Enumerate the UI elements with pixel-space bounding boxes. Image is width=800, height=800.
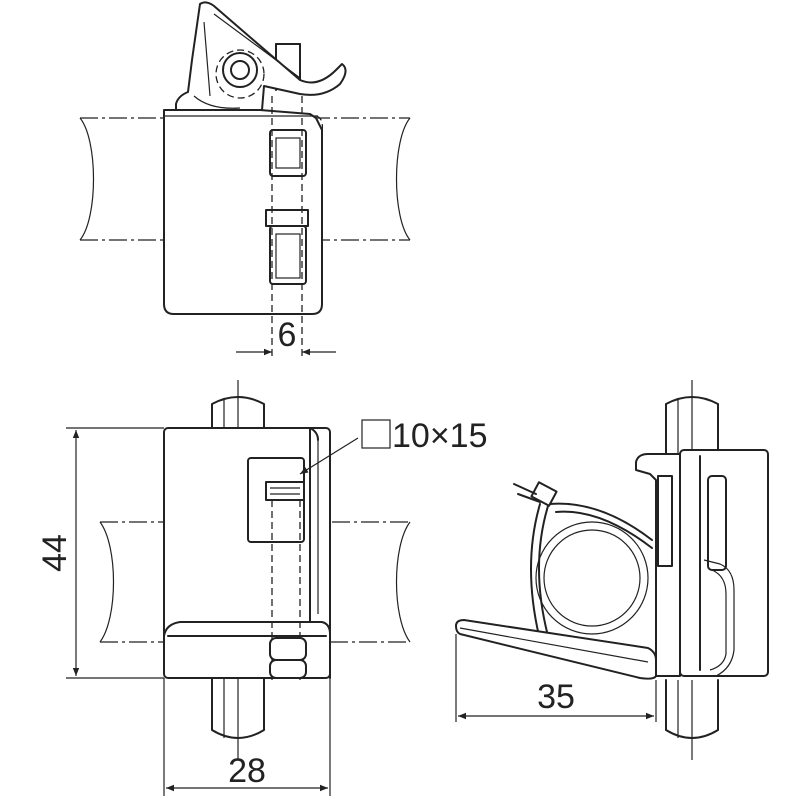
side-view-base [455,619,657,680]
top-view-pipe [79,117,411,241]
front-view-clamp [163,621,331,679]
top-view-latch [175,1,347,111]
top-view: 6 [79,1,411,360]
side-view-bracket [635,449,769,677]
dimension-height: 44 [36,427,164,679]
front-view: 10×15 44 28 [36,380,488,796]
front-view-body [163,427,331,679]
dimension-height-label: 44 [36,534,74,572]
top-view-body [163,109,323,315]
top-view-slots [265,96,324,360]
dimension-depth: 35 [455,634,657,722]
dimension-width: 28 [163,678,331,796]
dimension-gap-width: 6 [236,316,336,356]
side-view-pipe-ring [535,521,649,635]
dimension-opening-label: 10×15 [392,417,488,455]
dimension-gap-width-label: 6 [278,316,297,354]
dimension-width-label: 28 [228,752,266,790]
opening-callout: 10×15 [299,417,488,475]
front-view-rod [211,380,265,760]
side-view-rod [665,380,719,760]
dimension-depth-label: 35 [537,678,575,716]
side-view: 35 [455,380,769,760]
